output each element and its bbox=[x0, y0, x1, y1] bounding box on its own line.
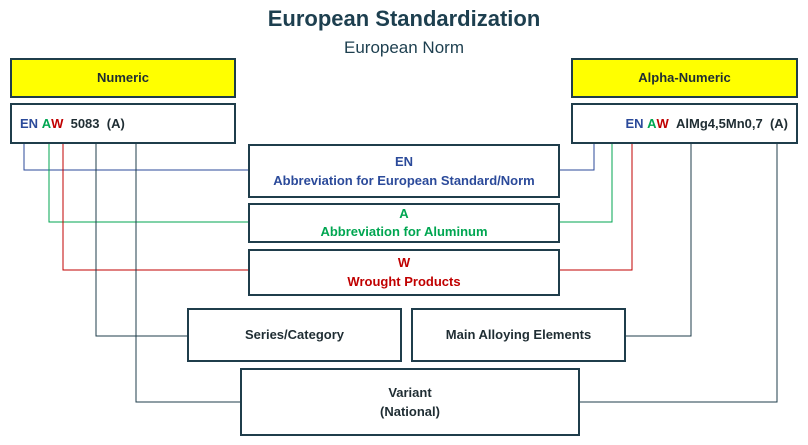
a-box-code: A bbox=[399, 206, 409, 222]
series-box: Series/Category bbox=[187, 308, 402, 362]
numeric-a-code: A bbox=[41, 115, 52, 131]
alloying-box: Main Alloying Elements bbox=[411, 308, 626, 362]
alpha-designation: AlMg4,5Mn0,7 bbox=[676, 115, 763, 131]
connector-alloying-right bbox=[625, 144, 692, 337]
w-box: W Wrought Products bbox=[248, 249, 560, 296]
en-box: EN Abbreviation for European Standard/No… bbox=[248, 144, 560, 198]
alpha-a-code: A bbox=[647, 115, 657, 131]
connector-w-right bbox=[559, 144, 633, 271]
connector-variant-right bbox=[579, 144, 778, 403]
connector-w-left bbox=[62, 144, 249, 271]
numeric-label: Numeric bbox=[96, 70, 150, 86]
alpha-numeric-label: Alpha-Numeric bbox=[638, 70, 731, 86]
alpha-variant-code: (A) bbox=[769, 115, 788, 131]
alpha-en-code: EN bbox=[625, 115, 644, 131]
numeric-en-code: EN bbox=[20, 115, 39, 131]
connector-a-right bbox=[559, 144, 613, 223]
w-box-code: W bbox=[397, 255, 411, 271]
connector-en-left bbox=[23, 144, 249, 171]
connector-en-right bbox=[559, 144, 595, 171]
variant-subtitle: (National) bbox=[380, 404, 440, 419]
series-label: Series/Category bbox=[245, 327, 344, 343]
numeric-w-code: W bbox=[51, 115, 64, 131]
alloying-label: Main Alloying Elements bbox=[445, 327, 592, 343]
numeric-number: 5083 bbox=[70, 115, 100, 131]
a-box-description: Abbreviation for Aluminum bbox=[320, 224, 488, 239]
en-box-code: EN bbox=[394, 153, 414, 169]
connector-variant-left bbox=[135, 144, 241, 403]
variant-title: Variant bbox=[388, 384, 432, 400]
page-subtitle: European Norm bbox=[343, 38, 464, 57]
connector-series-left bbox=[95, 144, 188, 337]
en-box-description: Abbreviation for European Standard/Norm bbox=[273, 173, 535, 188]
numeric-label-box: Numeric bbox=[10, 58, 236, 98]
connector-a-left bbox=[48, 144, 249, 223]
numeric-variant-code: (A) bbox=[106, 115, 125, 131]
alpha-w-code: W bbox=[656, 115, 669, 131]
variant-box: Variant (National) bbox=[240, 368, 580, 436]
alpha-numeric-label-box: Alpha-Numeric bbox=[571, 58, 798, 98]
w-box-description: Wrought Products bbox=[347, 273, 461, 289]
a-box: A Abbreviation for Aluminum bbox=[248, 203, 560, 243]
page-title: European Standardization bbox=[267, 6, 541, 31]
